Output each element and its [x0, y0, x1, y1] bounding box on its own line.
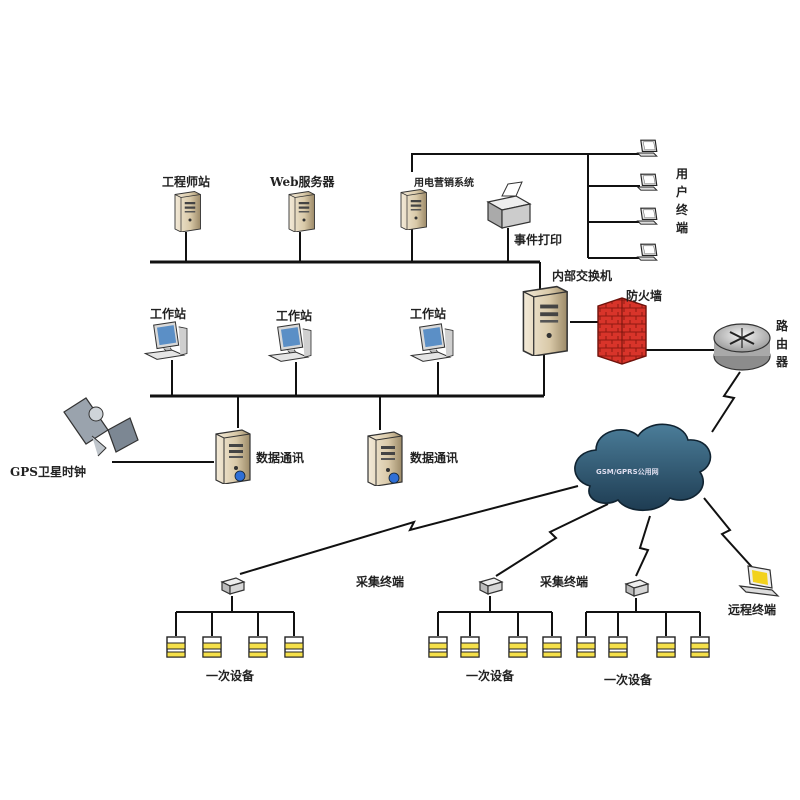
- gsm-cloud-icon: [574, 423, 712, 511]
- label-workstation-2: 工作站: [276, 308, 312, 323]
- user-terminal-3-icon: [637, 207, 658, 225]
- label-collect-terminal-2: 采集终端: [539, 574, 588, 589]
- collector-3-icon: [625, 579, 649, 597]
- collector-1-icon: [221, 577, 245, 595]
- router-icon: [713, 323, 771, 371]
- user-badge-icon: [388, 472, 400, 484]
- collector-2-icon: [479, 577, 503, 595]
- primary-devices-group-2: [428, 636, 562, 658]
- meter-icon: [202, 636, 222, 658]
- label-user-terminals-3: 终: [676, 202, 689, 217]
- label-router-1: 路: [776, 318, 789, 333]
- label-primary-device-1: 一次设备: [206, 668, 255, 683]
- label-primary-device-2: 一次设备: [466, 668, 515, 683]
- workstation-3-icon: [410, 323, 454, 362]
- label-event-print: 事件打印: [514, 232, 562, 247]
- meter-icon: [690, 636, 710, 658]
- primary-devices-group-1: [166, 636, 304, 658]
- meter-icon: [508, 636, 528, 658]
- user-terminal-2-icon: [637, 173, 658, 191]
- label-data-comm-1: 数据通讯: [256, 450, 304, 465]
- workstation-2-icon: [268, 323, 312, 362]
- data-comm-1-server: [215, 429, 251, 484]
- user-badge-icon: [234, 470, 246, 482]
- eng-station-server-icon: [174, 191, 201, 232]
- meter-icon: [284, 636, 304, 658]
- label-eng-station: 工程师站: [162, 174, 210, 189]
- meter-icon: [166, 636, 186, 658]
- meter-icon: [542, 636, 562, 658]
- wireless-router-cloud: [711, 371, 741, 433]
- label-web-server: Web服务器: [269, 174, 336, 189]
- label-user-terminals-1: 用: [675, 167, 688, 181]
- label-workstation-1: 工作站: [150, 306, 186, 321]
- web-server-icon: [288, 191, 315, 232]
- label-collect-terminal-1: 采集终端: [355, 574, 404, 589]
- label-cloud: GSM/GPRS公用网: [596, 468, 659, 476]
- meter-icon: [656, 636, 676, 658]
- printer-icon: [486, 181, 532, 230]
- label-firewall: 防火墙: [626, 288, 662, 303]
- meter-icon: [576, 636, 596, 658]
- laptop-icon: [738, 565, 780, 597]
- meter-icon: [608, 636, 628, 658]
- label-router-3: 器: [775, 355, 789, 369]
- user-terminal-1-icon: [637, 139, 658, 157]
- meter-icon: [460, 636, 480, 658]
- user-terminal-4-icon: [637, 243, 658, 261]
- meter-icon: [248, 636, 268, 658]
- wireless-cloud-collector-3: [635, 515, 651, 577]
- primary-devices-group-3: [576, 636, 710, 658]
- label-workstation-3: 工作站: [410, 306, 446, 321]
- firewall-icon: [597, 297, 647, 365]
- wireless-cloud-remote: [703, 497, 761, 577]
- billing-server-icon: [400, 189, 427, 230]
- label-internal-switch: 内部交换机: [552, 268, 612, 283]
- meter-icon: [428, 636, 448, 658]
- workstation-1-icon: [144, 321, 188, 360]
- data-comm-2-server: [367, 431, 403, 486]
- link-billing-terminals: [411, 153, 588, 172]
- label-billing-system: 用电营销系统: [413, 176, 474, 189]
- label-gps-clock: GPS卫星时钟: [10, 464, 86, 479]
- label-remote-terminal: 远程终端: [728, 602, 776, 617]
- label-router-2: 由: [776, 336, 788, 351]
- internal-switch-icon: [522, 285, 568, 356]
- gps-satellite-icon: [63, 397, 139, 457]
- wireless-cloud-collector-1: [239, 485, 579, 575]
- label-user-terminals-4: 端: [676, 220, 688, 235]
- wireless-cloud-collector-2: [495, 503, 609, 577]
- label-user-terminals-2: 户: [676, 184, 688, 199]
- label-primary-device-3: 一次设备: [604, 672, 653, 687]
- label-data-comm-2: 数据通讯: [410, 450, 458, 465]
